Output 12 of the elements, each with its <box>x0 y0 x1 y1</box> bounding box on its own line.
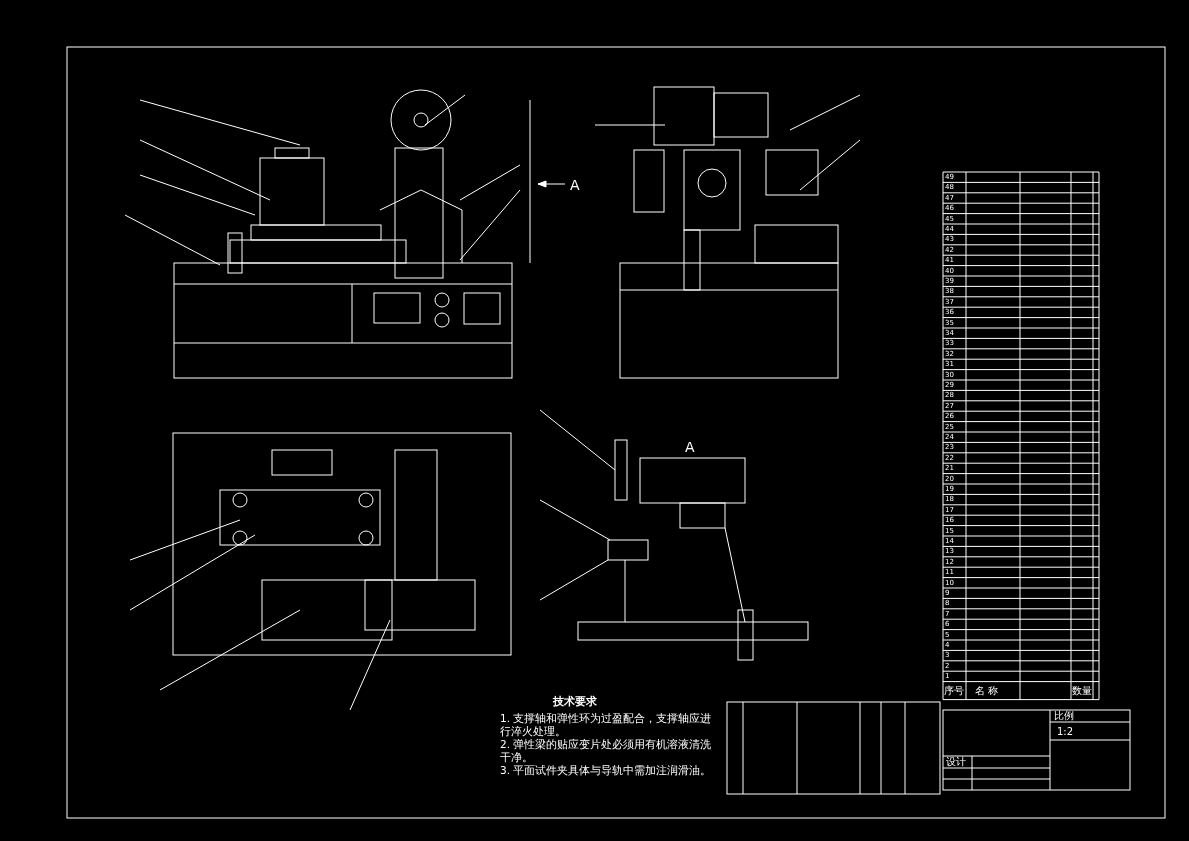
column-header: 名 称 <box>975 685 999 696</box>
title-block-field: 比例 <box>1054 711 1074 721</box>
view-letter: A <box>570 178 580 192</box>
notes-heading: 技术要求 <box>553 696 597 707</box>
scale-value: 1:2 <box>1057 727 1074 737</box>
title-block-field: 设计 <box>946 757 966 767</box>
view-letter: A <box>685 440 695 454</box>
note-text: 2. 弹性梁的贴应变片处必须用有机溶液清洗干净。 <box>500 738 713 764</box>
note-text: 3. 平面试件夹具体与导轨中需加注润滑油。 <box>500 764 713 777</box>
column-header: 数量 <box>1072 685 1092 696</box>
note-text: 1. 支撑轴和弹性环为过盈配合，支撑轴应进行淬火处理。 <box>500 712 713 738</box>
column-header: 序号 <box>944 685 964 696</box>
